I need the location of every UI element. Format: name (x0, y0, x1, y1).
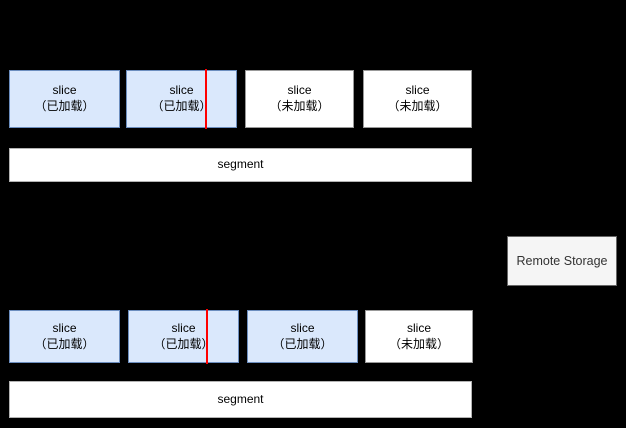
remote-storage-box[interactable]: Remote Storage (507, 236, 617, 286)
remote-storage-label: Remote Storage (516, 253, 608, 268)
slice-title: slice (52, 320, 77, 335)
slice-title: slice (171, 320, 196, 335)
slice-title: slice (52, 83, 77, 98)
slice-box-top-1[interactable]: slice （已加载） (9, 70, 120, 128)
slice-box-bottom-1[interactable]: slice （已加载） (9, 310, 120, 363)
slice-title: slice (169, 83, 194, 98)
segment-label: segment (217, 391, 264, 406)
segment-label: segment (217, 157, 264, 172)
slice-box-top-4[interactable]: slice （未加载） (363, 70, 472, 128)
slice-box-top-2[interactable]: slice （已加载） (126, 70, 237, 128)
slice-state: （未加载） (387, 99, 448, 113)
slice-box-bottom-3[interactable]: slice （已加载） (247, 310, 358, 363)
slice-state: （已加载） (272, 336, 333, 351)
slice-box-bottom-4[interactable]: slice （未加载） (365, 310, 473, 363)
slice-title: slice (290, 320, 315, 335)
slice-state: （已加载） (153, 336, 214, 351)
slice-title: slice (406, 320, 431, 335)
slice-state: （未加载） (269, 99, 330, 113)
slice-title: slice (405, 83, 430, 98)
slice-state: （已加载） (34, 336, 95, 351)
slice-box-bottom-2[interactable]: slice （已加载） (128, 310, 239, 363)
slice-state: （未加载） (388, 336, 449, 351)
slice-box-top-3[interactable]: slice （未加载） (245, 70, 354, 128)
slice-title: slice (287, 83, 312, 98)
segment-bar-bottom[interactable]: segment (9, 381, 472, 418)
segment-bar-top[interactable]: segment (9, 148, 472, 182)
slice-state: （已加载） (151, 99, 212, 113)
slice-state: （已加载） (34, 99, 95, 113)
read-position-marker-bottom (206, 309, 208, 364)
read-position-marker-top (205, 69, 207, 129)
